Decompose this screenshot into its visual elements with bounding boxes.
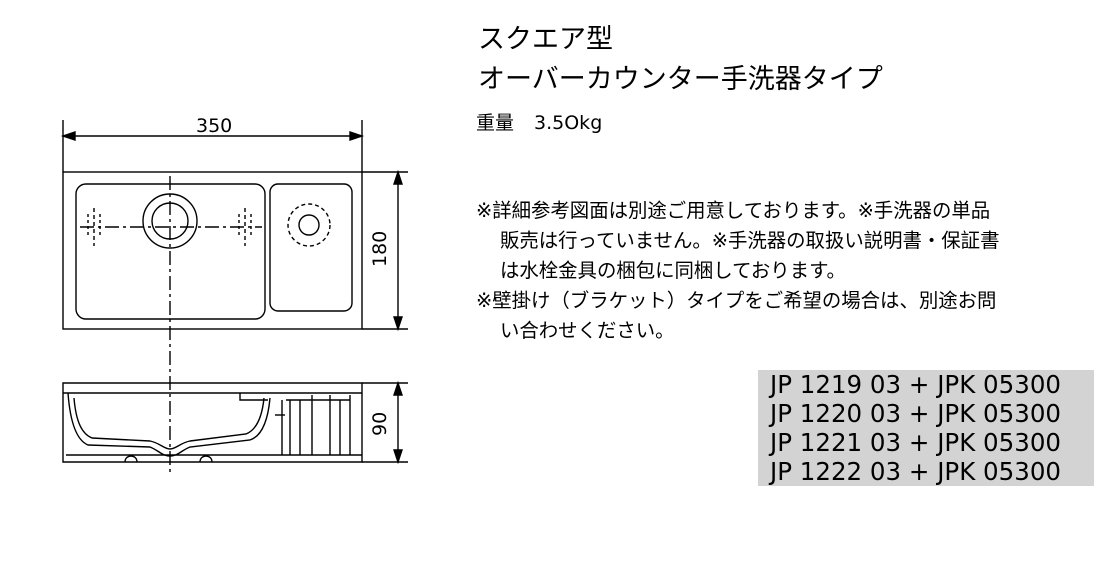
faucet-hole-inner [298, 214, 320, 236]
note-line: 販売は行っていません。※手洗器の取扱い説明書・保証書 [500, 229, 1000, 252]
side-view-outline [62, 382, 363, 463]
note-line: ※詳細参考図面は別途ご用意しております。※手洗器の単品 [476, 199, 991, 222]
note-line: い合わせください。 [500, 319, 675, 342]
model-number: JP 1221 03 + JPK 05300 [770, 428, 1061, 457]
top-view-shelf [269, 183, 353, 312]
title-line-2: オーバーカウンター手洗器タイプ [478, 64, 883, 95]
notes-block: ※詳細参考図面は別途ご用意しております。※手洗器の単品 販売は行っていません。※… [476, 196, 1104, 346]
model-number-box: JP 1219 03 + JPK 05300 JP 1220 03 + JPK … [758, 370, 1094, 486]
top-view-outline [62, 171, 363, 330]
note-line: は水栓金具の梱包に同梱しております。 [500, 259, 846, 282]
width-arrow-left [60, 131, 76, 141]
model-number: JP 1220 03 + JPK 05300 [770, 399, 1061, 428]
note-line: ※壁掛け（ブラケット）タイプをご希望の場合は、別途お問 [476, 289, 997, 312]
model-number: JP 1219 03 + JPK 05300 [770, 370, 1061, 399]
weight-value: 3.5Okg [534, 112, 603, 134]
weight-label: 重量 [476, 112, 515, 134]
model-number: JP 1222 03 + JPK 05300 [770, 457, 1061, 486]
width-arrow-right [349, 131, 365, 141]
title-line-1: スクエア型 [478, 24, 613, 55]
height-dim-label: 90 [369, 412, 391, 436]
weight-spec: 重量 3.5Okg [476, 108, 602, 135]
width-dim-label: 350 [196, 115, 232, 137]
faucet-hole-outline [287, 203, 331, 247]
depth-dim-label: 180 [369, 231, 391, 267]
